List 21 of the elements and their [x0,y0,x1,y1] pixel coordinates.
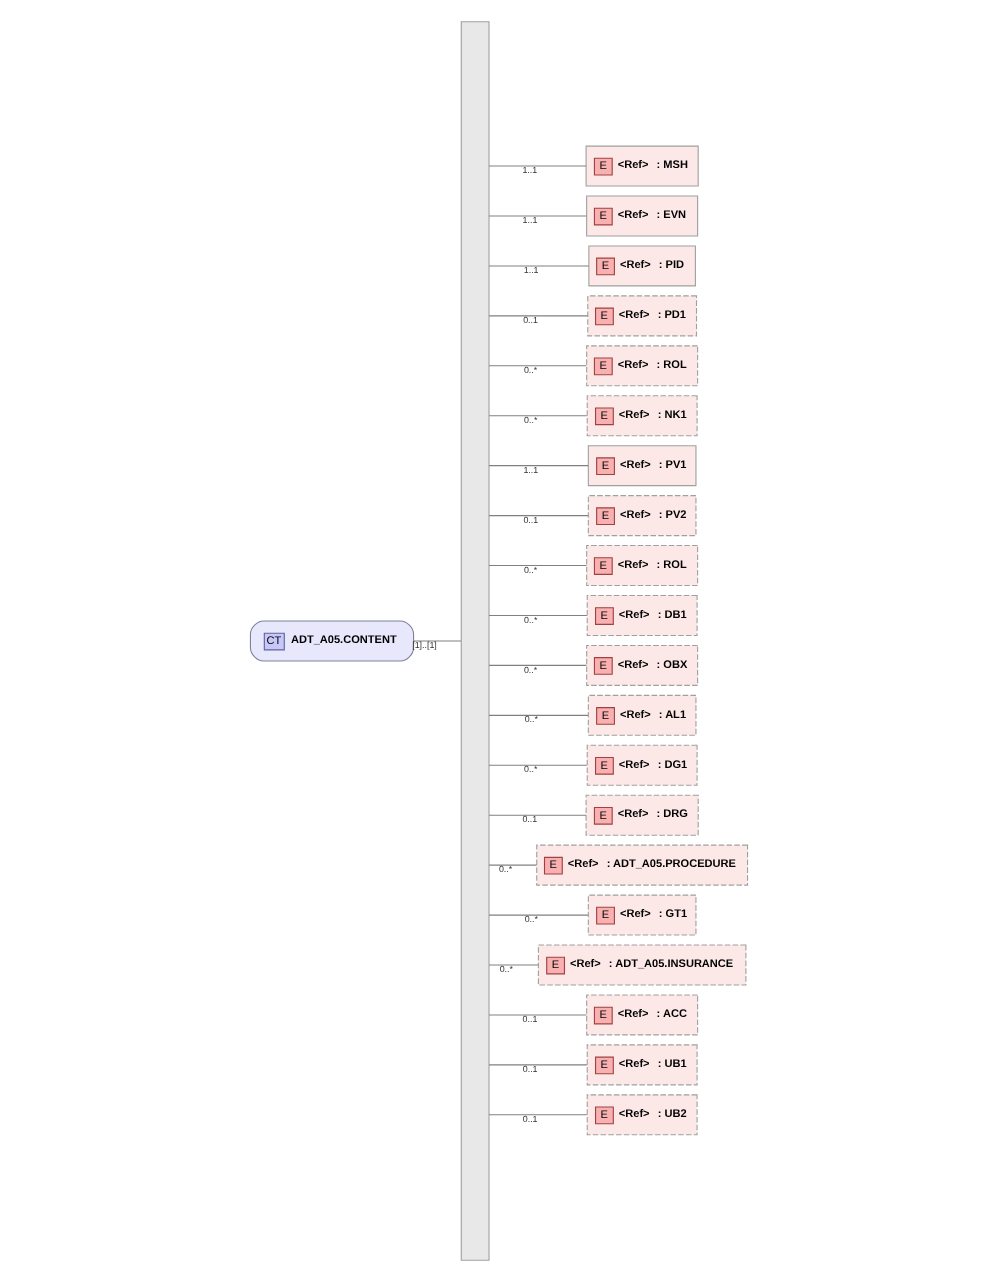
connector [487,165,586,167]
connector [487,1114,587,1116]
connector [487,864,537,866]
connector [487,465,588,467]
connector [487,1014,586,1016]
node-bar [459,21,489,1261]
connector [487,565,586,567]
connector [487,914,588,916]
connector [487,714,588,716]
connector [487,614,587,617]
connector [487,764,587,766]
connector [487,265,589,267]
connector [487,1064,587,1066]
connector [487,664,586,666]
connector [487,365,586,367]
connector [487,515,588,517]
connector [487,215,586,217]
connector [487,415,587,417]
connector [487,814,586,816]
connector [487,315,588,317]
connector [487,964,538,966]
